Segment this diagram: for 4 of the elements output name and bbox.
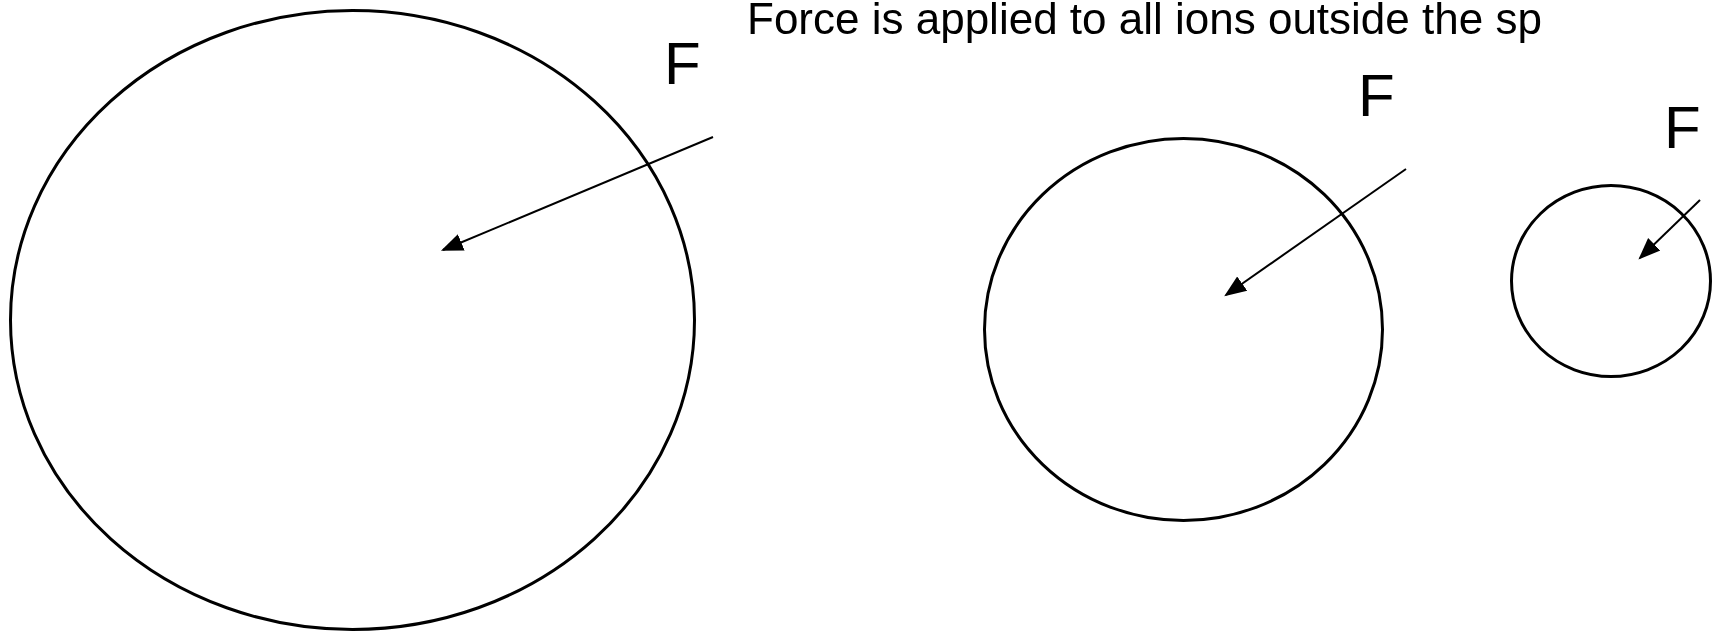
force-label: F [664, 34, 701, 94]
title: Force is applied to all ions outside the sp [747, 0, 1542, 44]
force-label: F [1358, 66, 1395, 126]
force-label: F [1664, 98, 1701, 158]
